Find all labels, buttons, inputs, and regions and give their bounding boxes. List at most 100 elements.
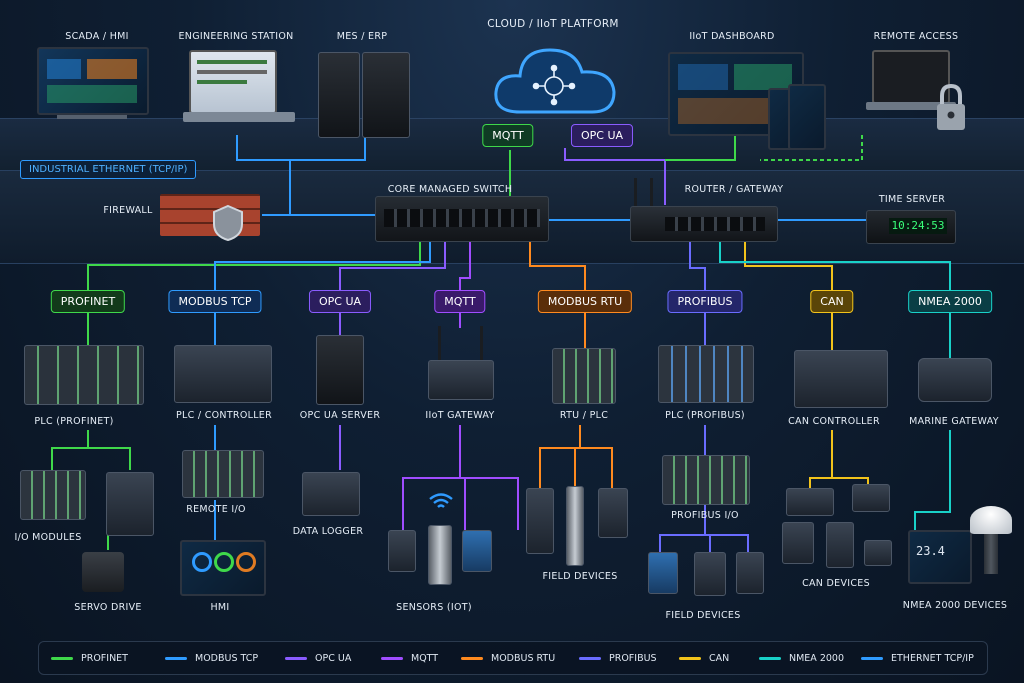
plc-profibus-label: PLC (PROFIBUS) — [665, 410, 745, 421]
iiot-dashboard-label: IIoT DASHBOARD — [689, 31, 775, 42]
protocol-badge-modbus-tcp: MODBUS TCP — [168, 290, 262, 313]
field-device-pb-1[interactable] — [648, 552, 678, 594]
servo-drive-controller[interactable] — [106, 472, 154, 536]
remote-io[interactable] — [182, 450, 264, 498]
plc-profinet[interactable] — [24, 345, 144, 405]
scada-monitor[interactable] — [37, 47, 149, 119]
can-controller[interactable] — [794, 350, 888, 408]
mes-servers[interactable] — [318, 52, 410, 138]
firewall-label: FIREWALL — [103, 205, 153, 216]
rtu-plc-label: RTU / PLC — [559, 410, 609, 421]
plc-profinet-label: PLC (PROFINET) — [34, 416, 114, 427]
field-device-rtu-1[interactable] — [526, 488, 554, 554]
time-server[interactable]: 10:24:53 — [866, 210, 956, 244]
opcua-server[interactable] — [316, 335, 364, 405]
remote-io-label: REMOTE I/O — [186, 504, 246, 515]
protocol-badge-mqtt: MQTT — [434, 290, 486, 313]
sensors-label: SENSORS (IOT) — [396, 602, 472, 613]
field-device-pb-2[interactable] — [694, 552, 726, 596]
wire-cloud-opcua — [564, 148, 666, 205]
servo-drive-label: SERVO DRIVE — [74, 602, 142, 613]
legend-item-modbus-rtu: MODBUS RTU — [461, 653, 555, 664]
protocol-badge-nmea: NMEA 2000 — [908, 290, 992, 313]
opcua-server-label: OPC UA SERVER — [299, 410, 381, 421]
router-label: ROUTER / GATEWAY — [684, 184, 784, 195]
iiot-gateway-label: IIoT GATEWAY — [425, 410, 495, 421]
sensor-3[interactable] — [462, 530, 492, 572]
field-devices-pb-label: FIELD DEVICES — [665, 610, 741, 621]
legend-item-can: CAN — [679, 653, 729, 664]
nmea-display-value: 23.4 — [916, 544, 945, 558]
field-device-pb-3[interactable] — [736, 552, 764, 594]
engineering-laptop[interactable] — [183, 50, 295, 132]
ethernet-tag: INDUSTRIAL ETHERNET (TCP/IP) — [20, 160, 197, 179]
lock-icon — [934, 82, 968, 134]
protocol-badge-profinet: PROFINET — [50, 290, 126, 313]
field-devices-rtu-label: FIELD DEVICES — [542, 571, 618, 582]
protocol-badge-can: CAN — [810, 290, 854, 313]
marine-gateway[interactable] — [918, 358, 992, 402]
legend-item-opc-ua: OPC UA — [285, 653, 351, 664]
iiot-dashboard-devices[interactable] — [668, 52, 828, 150]
legend-item-ethernet: ETHERNET TCP/IP — [861, 653, 974, 664]
protocol-badge-opc-ua: OPC UA — [308, 290, 372, 313]
io-modules-label: I/O MODULES — [14, 532, 82, 543]
wire-remote — [760, 135, 863, 161]
data-logger[interactable] — [302, 472, 360, 516]
legend: PROFINET MODBUS TCP OPC UA MQTT MODBUS R… — [38, 641, 988, 675]
can-device-1[interactable] — [782, 522, 814, 564]
remote-access-label: REMOTE ACCESS — [873, 31, 959, 42]
nmea-display[interactable]: 23.4 — [908, 530, 972, 584]
plc-controller[interactable] — [174, 345, 272, 403]
can-device-2[interactable] — [826, 522, 854, 568]
cloud-label: CLOUD / IIoT PLATFORM — [487, 18, 619, 30]
core-switch[interactable] — [375, 196, 549, 242]
legend-item-profibus: PROFIBUS — [579, 653, 657, 664]
can-module-1[interactable] — [786, 488, 834, 516]
profibus-io[interactable] — [662, 455, 750, 505]
hmi-panel[interactable] — [180, 540, 266, 596]
wire-profibus — [689, 240, 706, 290]
io-modules[interactable] — [20, 470, 86, 520]
wire-modbus-tcp — [214, 240, 431, 290]
cloud-opcua-badge: OPC UA — [570, 124, 634, 147]
sensor-1[interactable] — [388, 530, 416, 572]
wire-can — [744, 240, 833, 290]
plc-profibus[interactable] — [658, 345, 754, 403]
wire-nmea — [719, 240, 951, 290]
field-device-rtu-3[interactable] — [598, 488, 628, 538]
wire-mqtt — [459, 240, 471, 290]
time-display: 10:24:53 — [889, 218, 947, 234]
nmea-devices-label: NMEA 2000 DEVICES — [902, 600, 1008, 611]
can-module-2[interactable] — [852, 484, 890, 512]
profibus-io-label: PROFIBUS I/O — [671, 510, 739, 521]
wire-profinet — [87, 240, 421, 290]
legend-item-mqtt: MQTT — [381, 653, 438, 664]
cloud-mqtt-badge: MQTT — [482, 124, 534, 147]
engineering-label: ENGINEERING STATION — [178, 31, 294, 42]
protocol-badge-modbus-rtu: MODBUS RTU — [537, 290, 633, 313]
wifi-icon — [429, 493, 453, 508]
firewall-brick-wall[interactable] — [160, 194, 260, 242]
mes-label: MES / ERP — [336, 31, 388, 42]
wire-modbus-rtu — [529, 240, 586, 290]
legend-item-profinet: PROFINET — [51, 653, 128, 664]
gps-antenna[interactable] — [970, 506, 1016, 580]
time-server-label: TIME SERVER — [878, 194, 946, 205]
cloud-icon[interactable] — [492, 40, 618, 120]
protocol-badge-profibus: PROFIBUS — [667, 290, 743, 313]
servo-motor[interactable] — [82, 552, 124, 592]
can-device-3[interactable] — [864, 540, 892, 566]
remote-access-laptop[interactable] — [866, 50, 958, 136]
can-controller-label: CAN CONTROLLER — [788, 416, 880, 427]
sensor-2[interactable] — [428, 525, 452, 585]
field-device-rtu-2[interactable] — [566, 486, 584, 566]
iiot-gateway[interactable] — [428, 326, 494, 400]
wire-dashboard — [665, 135, 736, 161]
legend-item-nmea: NMEA 2000 — [759, 653, 844, 664]
legend-item-modbus-tcp: MODBUS TCP — [165, 653, 258, 664]
marine-gateway-label: MARINE GATEWAY — [909, 416, 999, 427]
router-gateway[interactable] — [630, 178, 778, 242]
rtu-plc[interactable] — [552, 348, 616, 404]
